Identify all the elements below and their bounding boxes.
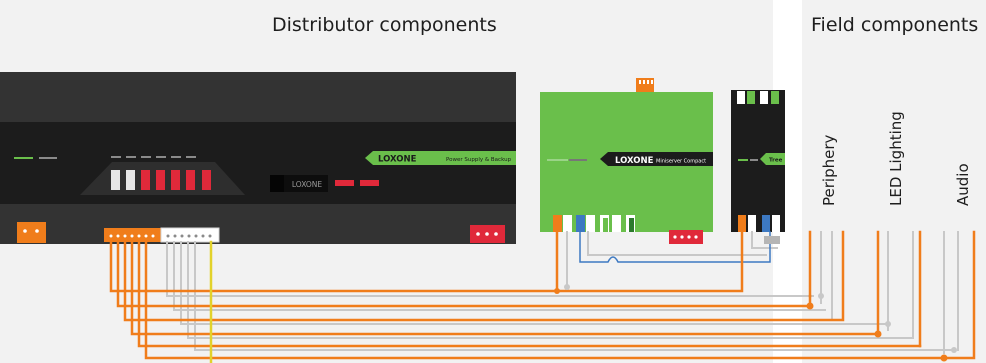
- field-label-led-lighting: LED Lighting: [887, 111, 905, 206]
- field-label-periphery: Periphery: [820, 134, 838, 206]
- power-supply-device: LOXONE LOXONE Power Supply & Backup: [0, 72, 516, 244]
- miniserver-device: LOXONE Miniserver Compact: [540, 78, 713, 244]
- field-label-audio: Audio: [954, 163, 972, 206]
- product-label: Tree: [769, 158, 783, 164]
- brand-logo: LOXONE: [615, 156, 654, 166]
- wiring: [109, 230, 976, 363]
- led-indicators: [111, 156, 211, 190]
- brand-strip: [600, 152, 713, 166]
- brand-strip: [760, 153, 785, 165]
- brand-strip: [365, 151, 516, 165]
- product-label: Miniserver Compact: [656, 159, 706, 165]
- brand-logo: LOXONE: [378, 155, 417, 165]
- tree-extension-device: Tree: [731, 90, 785, 232]
- field-section-title: Field components: [811, 14, 979, 36]
- distributor-section-title: Distributor components: [272, 14, 497, 36]
- terminal-orange-small: [17, 222, 46, 243]
- display-panel: [270, 175, 328, 192]
- display-text: LOXONE: [292, 180, 323, 189]
- product-label: Power Supply & Backup: [446, 157, 512, 163]
